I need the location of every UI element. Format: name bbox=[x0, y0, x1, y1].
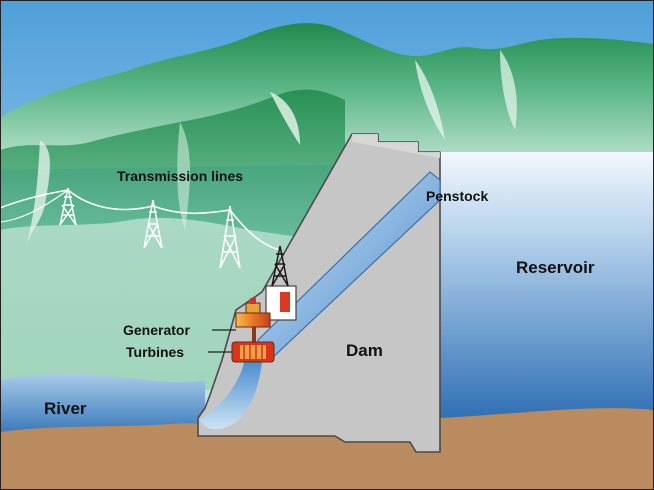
turbine-icon bbox=[231, 341, 275, 363]
transmission-lines-label: Transmission lines bbox=[117, 168, 244, 184]
hill-highlight bbox=[270, 92, 300, 145]
river-water bbox=[0, 373, 205, 440]
transmission-tower-icon bbox=[271, 245, 289, 287]
dam-label: Dam bbox=[346, 341, 383, 360]
transmission-tower-icon bbox=[219, 205, 241, 269]
transmission-tower-icon bbox=[143, 199, 163, 249]
ground bbox=[0, 408, 654, 490]
generator-label: Generator bbox=[123, 322, 190, 338]
generator-icon bbox=[235, 298, 271, 343]
transmission-wire bbox=[0, 189, 69, 223]
reservoir-label: Reservoir bbox=[516, 258, 595, 277]
hill-highlight bbox=[500, 50, 517, 130]
penstock-label: Penstock bbox=[426, 188, 489, 204]
outflow-water bbox=[200, 362, 262, 430]
dam-crest bbox=[352, 134, 440, 158]
hill-highlight bbox=[177, 122, 190, 230]
transmission-wire bbox=[0, 189, 281, 251]
hill-highlight bbox=[25, 140, 50, 250]
transmission-tower-icon bbox=[59, 187, 77, 226]
turbines-label: Turbines bbox=[126, 344, 185, 360]
reservoir-water bbox=[440, 152, 654, 420]
river-label: River bbox=[44, 399, 87, 418]
hill-highlight bbox=[415, 60, 445, 140]
transformer bbox=[280, 292, 290, 312]
